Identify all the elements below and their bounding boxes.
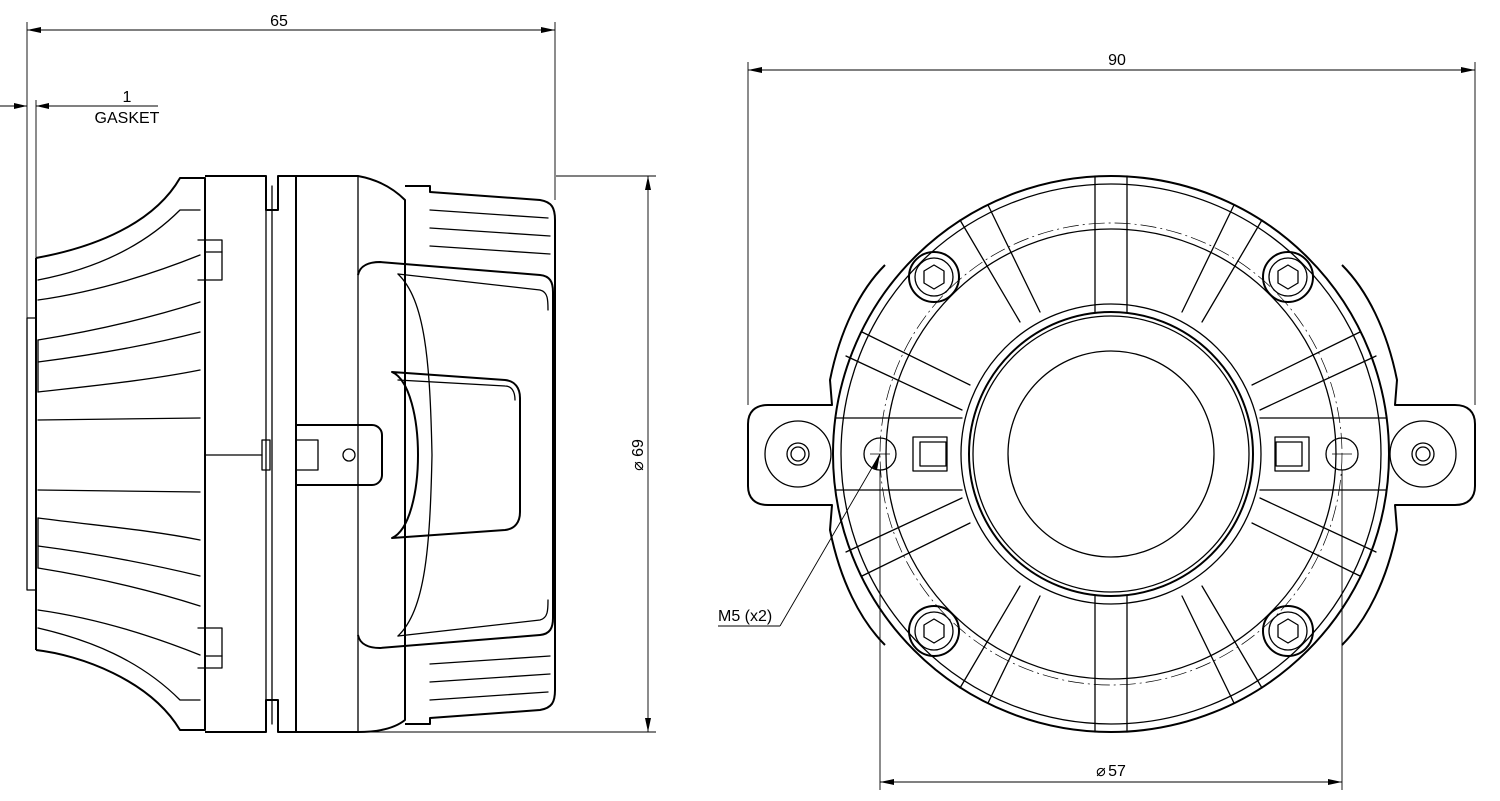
dim-gasket-label: GASKET — [95, 110, 160, 127]
front-view-dimensions: 90 ⌀ 57 M5 (x2) — [718, 52, 1476, 790]
dim-bolt-circle-symbol: ⌀ — [1096, 763, 1106, 780]
dim-gasket-value: 1 — [123, 89, 132, 106]
dim-height-symbol: ⌀ — [630, 461, 647, 471]
side-view-dimensions: 65 1 GASKET ⌀ 69 — [0, 13, 656, 733]
dim-height-text: 69 — [630, 439, 647, 457]
dim-length-text: 65 — [270, 13, 288, 30]
dim-thread-label: M5 (x2) — [718, 608, 772, 625]
dim-flange-width-text: 90 — [1108, 52, 1126, 69]
front-view — [747, 175, 1476, 733]
side-view — [26, 175, 556, 733]
dim-bolt-circle-text: 57 — [1108, 763, 1126, 780]
